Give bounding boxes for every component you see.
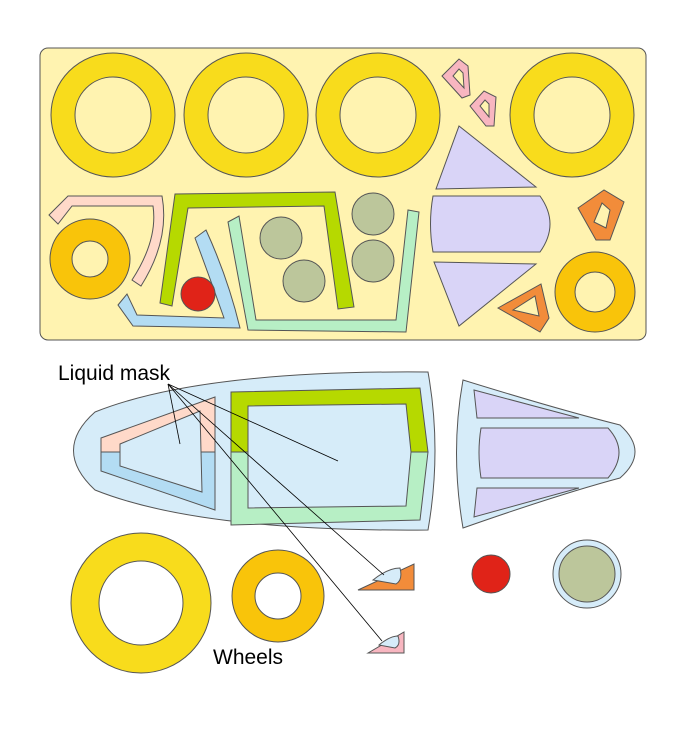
orange-tab-1-hole [593,202,611,229]
windscreen-panel-lower [473,487,580,518]
liquid-mask-label: Liquid mask [58,362,171,385]
pink-tab-part-window [377,635,400,649]
wheel-ring-4 [509,52,635,178]
green-frame-strip [159,191,355,310]
windscreen-panel-upper [473,389,580,419]
wheel-ring-2 [183,52,309,178]
olive-disc-1 [259,216,303,260]
red-disc [180,276,216,312]
blue-frame-strip [117,229,241,329]
pink-tab-2-hole [479,99,490,119]
instrument-disc [552,539,622,609]
wheel-ring-3 [315,52,441,178]
leader-lines [167,383,385,642]
red-disc-part [471,554,511,594]
small-wheel-ring-1 [49,218,131,300]
orange-tab-2-hole [511,295,540,317]
wheels-label: Wheels [213,646,283,669]
mint-frame-strip [227,209,420,333]
olive-disc-4 [351,239,395,283]
clear-panel-upper [435,125,538,190]
olive-disc-3 [351,192,395,236]
clear-panel-middle [430,195,551,253]
windscreen-panel-middle [478,427,620,479]
canopy-front-window [247,403,412,509]
clear-panel-lower [433,261,538,327]
wheel-large [70,532,212,674]
olive-disc-2 [282,259,326,303]
pink-frame-strip [48,195,165,287]
pink-tab-1-hole [452,68,465,90]
canopy-rear-window [119,410,203,493]
wheel-ring-1 [50,52,176,178]
wheel-medium [231,549,325,643]
small-wheel-ring-2 [554,251,636,333]
